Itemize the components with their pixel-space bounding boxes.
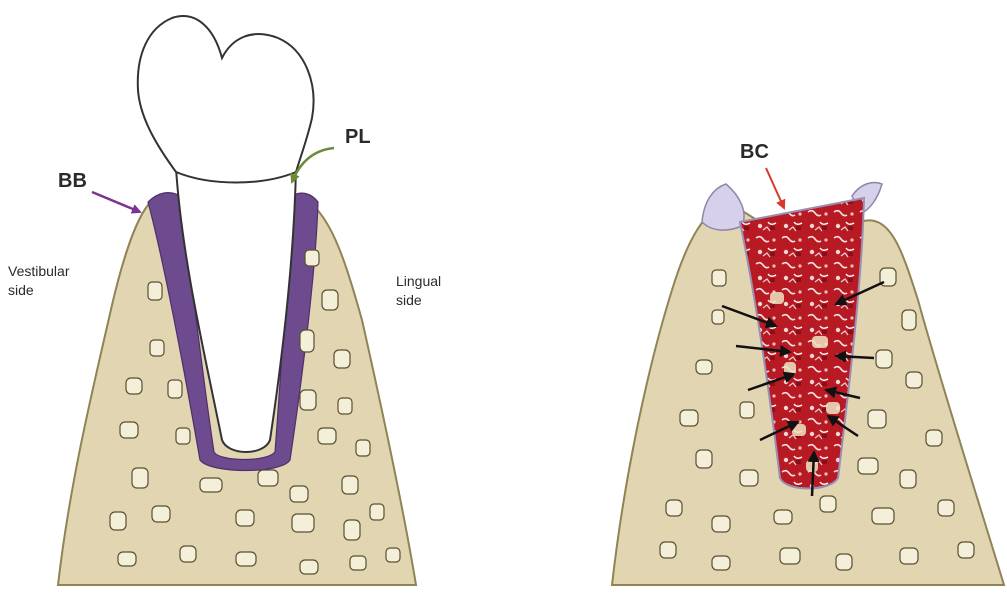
vestibular-side-label-line1: Vestibular	[8, 262, 128, 281]
lingual-side-label-line1: Lingual	[396, 272, 476, 291]
tooth-crown	[138, 16, 314, 182]
right-panel-grafted-socket	[612, 168, 1004, 585]
vestibular-side-label-line2: side	[8, 281, 128, 300]
vestibular-side-label: Vestibular side	[8, 262, 128, 300]
pl-label: PL	[345, 126, 371, 149]
bc-arrow	[766, 168, 784, 208]
bc-label: BC	[740, 141, 769, 164]
bb-label: BB	[58, 170, 87, 193]
lingual-side-label-line2: side	[396, 291, 476, 310]
left-panel-tooth-in-socket	[58, 16, 416, 585]
bb-arrow	[92, 192, 140, 212]
lingual-side-label: Lingual side	[396, 272, 476, 310]
soft-tissue-left	[702, 184, 744, 230]
